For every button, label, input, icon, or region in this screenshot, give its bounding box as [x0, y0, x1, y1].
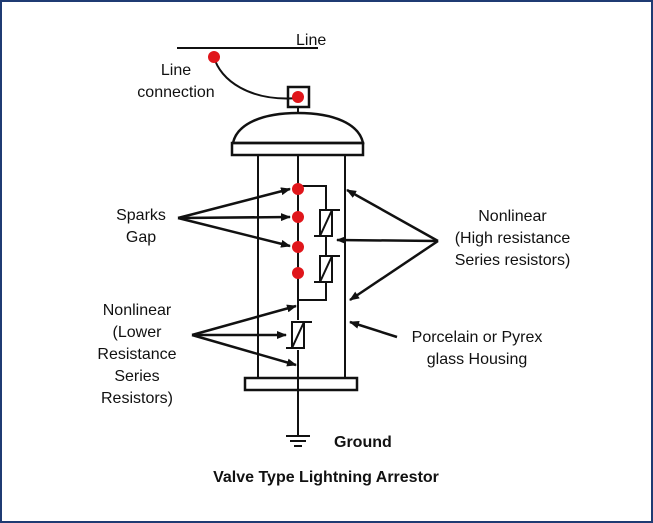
spark-gap-dot-2	[292, 211, 304, 223]
terminal-dot	[292, 91, 304, 103]
arrow-sparks-gap-1	[177, 187, 291, 220]
label-nonlinear-high-2: (High resistance	[454, 230, 571, 247]
label-housing: Porcelain or Pyrex glass Housing	[398, 327, 556, 371]
label-nonlinear-lower-3: Resistance	[97, 346, 177, 363]
spark-gap-dot-1	[292, 183, 304, 195]
arrow-housing	[349, 320, 398, 339]
label-nonlinear-high-1: Nonlinear	[478, 208, 547, 225]
spark-gap-dot-3	[292, 241, 304, 253]
label-nonlinear-high-3: Series resistors)	[454, 252, 571, 269]
arrow-nonlinear-lower-1	[191, 304, 297, 337]
arrow-sparks-gap-3	[177, 216, 291, 248]
label-housing-1: Porcelain or Pyrex	[411, 329, 543, 346]
nonlinear-resistor-high-1	[314, 209, 340, 237]
nonlinear-resistor-high-2	[314, 255, 340, 283]
label-line-connection-2: connection	[137, 84, 215, 101]
label-line-connection-1: Line	[160, 62, 192, 79]
label-ground: Ground	[334, 434, 392, 451]
dome-cap	[231, 111, 365, 145]
label-sparks-gap: Sparks Gap	[110, 205, 172, 249]
label-nonlinear-lower-5: Resistors)	[100, 390, 173, 407]
label-sparks-gap-1: Sparks	[116, 207, 166, 224]
line-dot	[208, 51, 220, 63]
label-nonlinear-lower-2: (Lower	[112, 324, 162, 341]
arrow-nonlinear-lower-3	[191, 333, 297, 367]
label-nonlinear-lower-4: Series	[114, 368, 160, 385]
nonlinear-resistor-lower	[286, 321, 312, 349]
arrow-nonlinear-high-2	[336, 236, 439, 245]
label-housing-2: glass Housing	[426, 351, 528, 368]
cap-base	[230, 141, 365, 157]
base-plate	[243, 376, 359, 392]
label-line-connection: Line connection	[128, 60, 224, 104]
arrow-nonlinear-high-1	[346, 188, 439, 243]
label-nonlinear-lower-1: Nonlinear	[102, 302, 172, 319]
connection-lead	[213, 56, 299, 100]
spark-gap-dot-4	[292, 267, 304, 279]
arrow-nonlinear-high-3	[349, 239, 439, 302]
label-sparks-gap-2: Gap	[125, 229, 157, 246]
arrow-sparks-gap-2	[177, 213, 291, 222]
label-nonlinear-lower: Nonlinear (Lower Resistance Series Resis…	[82, 300, 192, 410]
label-line: Line	[296, 32, 327, 49]
series-resistor-branch	[298, 185, 327, 301]
diagram-caption: Valve Type Lightning Arrestor	[213, 469, 439, 486]
label-nonlinear-high: Nonlinear (High resistance Series resist…	[440, 206, 585, 272]
